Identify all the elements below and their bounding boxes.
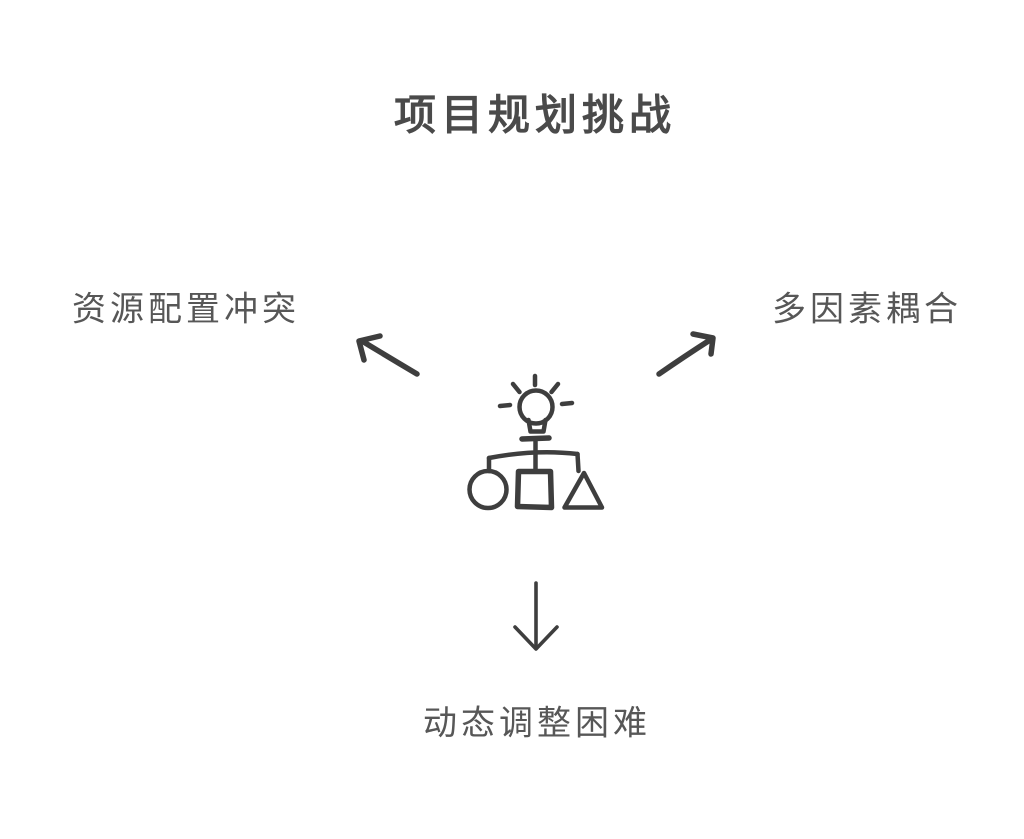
arrow-upper-right-icon: [656, 331, 716, 377]
arrow-down-icon: [513, 581, 559, 651]
triangle-weight-icon: [562, 470, 605, 510]
node-label-resource-conflict: 资源配置冲突: [72, 291, 300, 329]
circle-weight-icon: [467, 468, 509, 511]
lightbulb-icon: [497, 373, 575, 434]
idea-balance-icon: [467, 373, 605, 511]
square-weight-icon: [514, 468, 555, 511]
node-label-multi-factor-coupling: 多因素耦合: [772, 291, 962, 329]
arrow-upper-left-icon: [356, 333, 420, 377]
balance-beam: [486, 435, 581, 474]
node-label-dynamic-adjustment: 动态调整困难: [423, 705, 651, 743]
page-title-text: 项目规划挑战: [393, 93, 677, 140]
page-title: 项目规划挑战: [394, 82, 676, 143]
